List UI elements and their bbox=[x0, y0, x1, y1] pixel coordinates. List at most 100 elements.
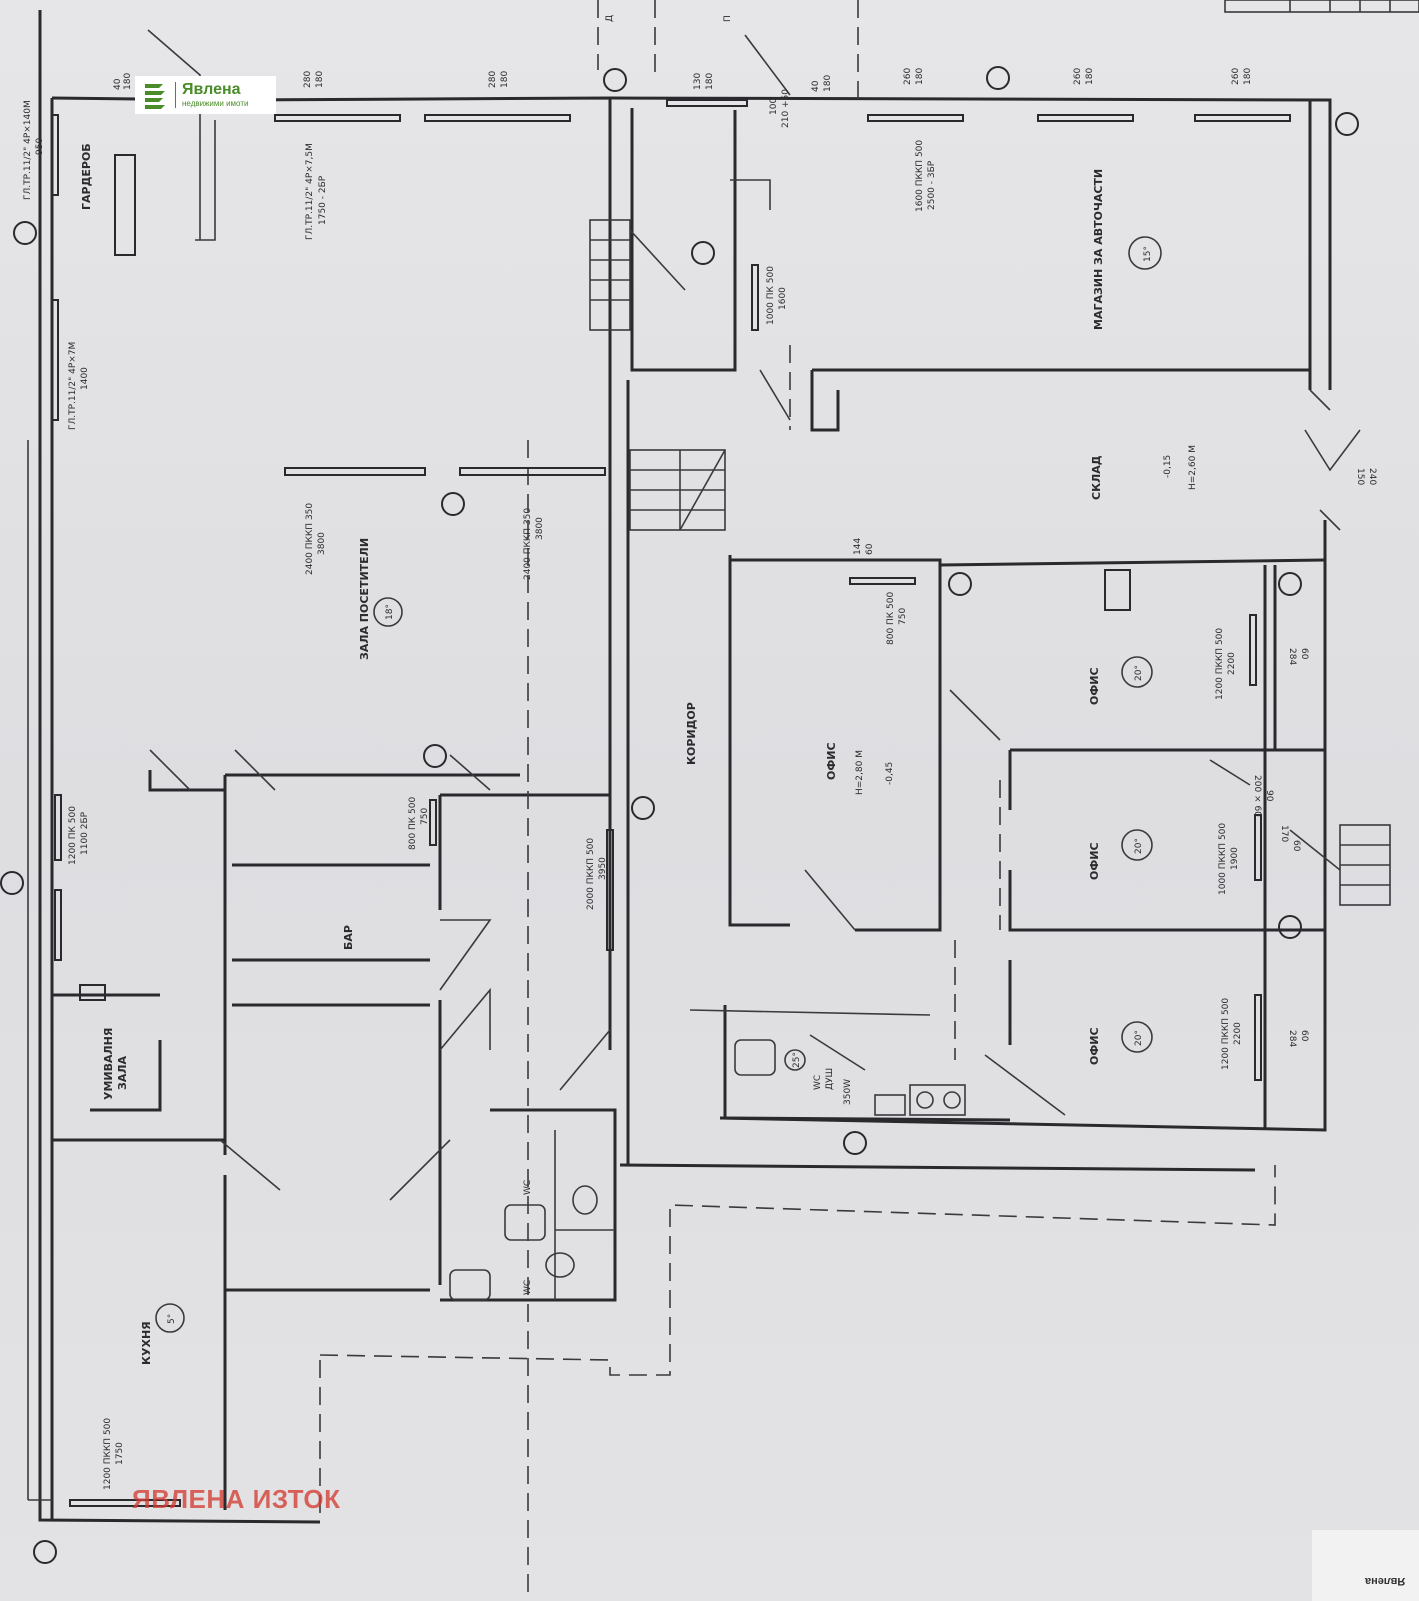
corner-label: Явлена bbox=[1312, 1530, 1419, 1601]
note-rad-bar-1-len: 750 bbox=[420, 808, 430, 825]
office-center-height: H=2,80 М bbox=[855, 750, 865, 795]
note-rad-wash: 1200 ПК 500 bbox=[68, 806, 78, 865]
room-shower-wc: WC bbox=[813, 1075, 823, 1090]
note-win-rc5b: 60 bbox=[1299, 1030, 1309, 1042]
note-rad-office-c-len: 750 bbox=[898, 608, 908, 625]
door-swings bbox=[147, 29, 1341, 1201]
note-rad-bar-2-len: 3950 bbox=[598, 857, 608, 880]
room-kitchen: КУХНЯ bbox=[140, 1321, 153, 1365]
room-office-2: ОФИС bbox=[1088, 842, 1101, 880]
note-win-l1: 40 bbox=[113, 78, 123, 90]
boiler-power: 350W bbox=[843, 1079, 853, 1105]
interior-walls bbox=[52, 108, 1326, 1510]
temp-office-1: 20° bbox=[1134, 665, 1144, 681]
note-win-4: 260 bbox=[903, 68, 913, 85]
note-win-door-b: 210 +50 bbox=[781, 89, 791, 128]
note-rad-office-1: 1200 ПККП 500 bbox=[1215, 628, 1225, 700]
room-shop: МАГАЗИН ЗА АВТОЧАСТИ bbox=[1092, 169, 1105, 330]
annotations: ГЛ.ТР.11/2" 4Р×140М 950 ГЛ.ТР.11/2" 4Р×7… bbox=[23, 15, 1377, 1490]
note-rad-office-c: 800 ПК 500 bbox=[886, 591, 896, 645]
note-win-rc1: 150 bbox=[1355, 468, 1365, 485]
note-axis-p: П bbox=[723, 15, 733, 22]
room-washroom-1: УМИВАЛНЯ bbox=[102, 1028, 115, 1100]
note-win-4b: 180 bbox=[915, 68, 925, 85]
note-pipe-left-mid-len: 1400 bbox=[80, 367, 90, 390]
note-rad-hall-1-len: 3800 bbox=[317, 532, 327, 555]
note-pipe-left-top: ГЛ.ТР.11/2" 4Р×140М bbox=[23, 100, 33, 200]
outer-walls bbox=[27, 10, 1361, 1524]
note-win-rc3b: 90 bbox=[1264, 790, 1274, 802]
note-rad-kitchen: 1200 ПККП 500 bbox=[103, 1418, 113, 1490]
note-rad-office-1-len: 2200 bbox=[1227, 652, 1237, 675]
note-rad-office-2-len: 1900 bbox=[1230, 847, 1240, 870]
dashed-outline bbox=[319, 0, 1276, 1600]
logo-tagline: недвижими имоти bbox=[182, 99, 249, 108]
logo-name: Явлена bbox=[182, 81, 241, 98]
office-center-level: -0,45 bbox=[885, 762, 895, 785]
temp-hall: 18° bbox=[385, 604, 395, 620]
note-rad-kitchen-len: 1750 bbox=[115, 1442, 125, 1465]
note-win-rc4: 170 bbox=[1279, 825, 1289, 842]
room-office-1: ОФИС bbox=[1088, 667, 1101, 705]
note-win-l1b: 180 bbox=[123, 73, 133, 90]
room-hall: ЗАЛА ПОСЕТИТЕЛИ bbox=[358, 538, 371, 660]
note-win-6: 260 bbox=[1231, 68, 1241, 85]
store-level: -0,15 bbox=[1163, 455, 1173, 478]
sanitary-fixtures bbox=[449, 1039, 966, 1301]
room-office-3: ОФИС bbox=[1088, 1027, 1101, 1065]
note-win-c1b: 60 bbox=[865, 543, 875, 555]
logo-text: Явлена недвижими имоти bbox=[182, 82, 248, 108]
note-rad-office-3-len: 2200 bbox=[1233, 1022, 1243, 1045]
note-rad-stair: 1000 ПК 500 bbox=[766, 266, 776, 325]
note-pipe-hall-len: 1750 - 2БР bbox=[318, 175, 328, 225]
note-win-3b: 180 bbox=[705, 73, 715, 90]
note-win-rc2: 284 bbox=[1287, 648, 1297, 665]
room-wc-2: WC bbox=[523, 1280, 533, 1295]
note-pipe-hall: ГЛ.ТР.11/2" 4Р×7,5М bbox=[305, 143, 315, 240]
room-washroom-2: ЗАЛА bbox=[116, 1056, 129, 1090]
corner-label-text: Явлена bbox=[1364, 1575, 1405, 1587]
room-corridor: КОРИДОР bbox=[685, 702, 698, 765]
logo: Явлена недвижими имоти bbox=[135, 76, 276, 114]
note-rad-hall-1: 2400 ПККП 350 bbox=[305, 503, 315, 575]
note-rad-office-2: 1000 ПККП 500 bbox=[1218, 823, 1228, 895]
note-win-2b: 180 bbox=[500, 71, 510, 88]
note-win-rc4b: 60 bbox=[1291, 840, 1301, 852]
note-rad-wash-len: 1100 2БР bbox=[80, 811, 90, 855]
note-win-5b: 180 bbox=[1085, 68, 1095, 85]
room-office-center: ОФИС bbox=[825, 742, 838, 780]
note-rad-office-3: 1200 ПККП 500 bbox=[1221, 998, 1231, 1070]
note-pipe-left-top-len: 950 bbox=[35, 138, 45, 155]
temperature-markers bbox=[155, 236, 1162, 1333]
note-win-c1: 144 bbox=[853, 538, 863, 555]
store-height: H=2,60 М bbox=[1188, 445, 1198, 490]
note-rad-bar-2: 2000 ПККП 500 bbox=[586, 838, 596, 910]
note-win-6b: 180 bbox=[1243, 68, 1253, 85]
note-win-rc5: 284 bbox=[1287, 1030, 1297, 1047]
note-rad-hall-2: 2400 ПККП 350 bbox=[523, 508, 533, 580]
columns bbox=[0, 66, 1359, 1564]
note-pipe-left-mid: ГЛ.ТР.11/2" 4Р×7М bbox=[68, 342, 78, 430]
temperature-labels: 15° 18° 20° 20° 20° 5° 25° bbox=[167, 246, 1153, 1324]
note-win-5: 260 bbox=[1073, 68, 1083, 85]
room-bar: БАР bbox=[342, 925, 355, 950]
note-axis-d: Д bbox=[605, 15, 615, 22]
note-win-2: 280 bbox=[488, 71, 498, 88]
note-win-d2b: 180 bbox=[823, 75, 833, 92]
temp-office-3: 20° bbox=[1134, 1030, 1144, 1046]
room-store: СКЛАД bbox=[1090, 455, 1103, 500]
temp-shop: 15° bbox=[1143, 246, 1153, 262]
note-rad-shop: 1600 ПККП 500 bbox=[915, 140, 925, 212]
note-win-rc3: 200 × 60 bbox=[1252, 775, 1262, 817]
radiators bbox=[51, 99, 1291, 1507]
room-wc-1: WC bbox=[523, 1180, 533, 1195]
note-win-1b: 180 bbox=[315, 71, 325, 88]
title-block-fragment bbox=[1224, 0, 1419, 13]
note-win-door: 100 bbox=[769, 98, 779, 115]
temp-office-2: 20° bbox=[1134, 838, 1144, 854]
note-rad-bar-1: 800 ПК 500 bbox=[408, 796, 418, 850]
staircase bbox=[589, 219, 1391, 906]
note-rad-stair-len: 1600 bbox=[778, 287, 788, 310]
note-win-3: 130 bbox=[693, 73, 703, 90]
